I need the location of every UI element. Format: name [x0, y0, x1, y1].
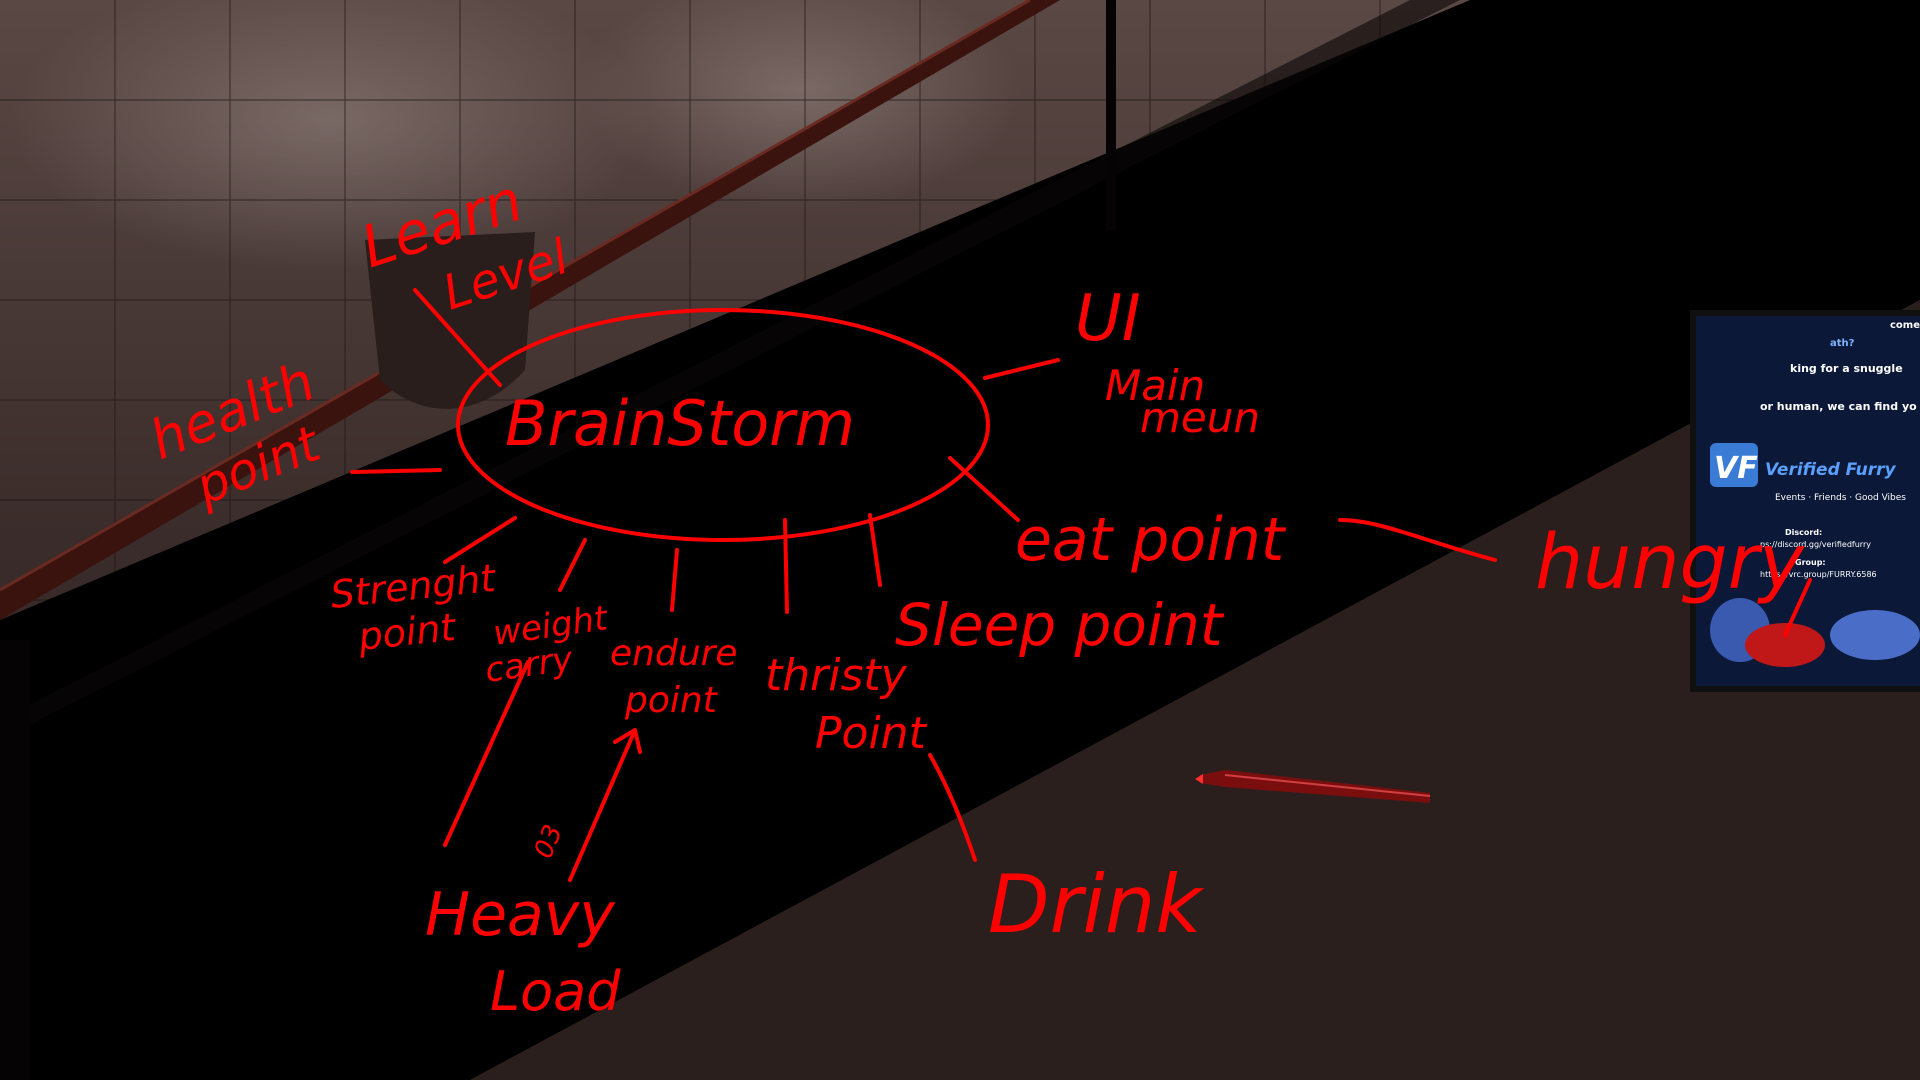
node-sleep-point: Sleep point — [895, 591, 1225, 659]
wall-lamp — [365, 232, 535, 409]
group-label: Group: — [1795, 558, 1826, 567]
node-endure-point: point — [624, 680, 719, 721]
node-thristy-point: Point — [815, 708, 928, 759]
arrow-head — [613, 728, 642, 754]
ink-mark — [1783, 578, 1812, 637]
lower-wall — [470, 300, 1920, 1080]
node-heavy: Heavy — [425, 880, 616, 950]
center-label: BrainStorm — [505, 387, 855, 460]
railing-post — [1106, 0, 1116, 230]
stair-edge — [0, 0, 1460, 740]
node-eat-point: eat point — [1015, 505, 1287, 575]
branch-line — [928, 753, 977, 862]
pen-highlight — [1224, 774, 1431, 797]
branch-line — [558, 538, 587, 592]
node-strength: Strenght — [328, 556, 499, 617]
branch-line — [1338, 518, 1497, 562]
node-strength-point: point — [355, 605, 459, 659]
branch-line — [948, 456, 1020, 522]
discord-url: ps://discord.gg/verifiedfurry — [1760, 540, 1871, 549]
node-endure: endure — [610, 633, 738, 674]
arrow-note: 03 — [529, 821, 569, 863]
branch-line — [350, 468, 442, 474]
poster-tagline: Events · Friends · Good Vibes — [1775, 493, 1906, 503]
node-meun: meun — [1140, 393, 1260, 442]
ceiling-light-glow — [10, 0, 650, 270]
group-url: https://vrc.group/FURRY.6586 — [1760, 570, 1877, 579]
poster-line-1: come — [1890, 320, 1920, 331]
handrail — [0, 0, 1060, 620]
branch-line — [413, 288, 502, 387]
branch-line — [670, 548, 679, 612]
node-hungry: hungry — [1535, 517, 1805, 606]
red-marker-pen[interactable] — [1195, 765, 1440, 810]
arrow-shaft — [568, 728, 637, 882]
vf-logo: VF — [1714, 451, 1758, 486]
pen-tip — [1195, 774, 1203, 784]
branch-line — [443, 516, 517, 564]
node-main: Main — [1105, 361, 1205, 410]
branch-line — [443, 660, 530, 847]
node-drink: Drink — [988, 858, 1204, 951]
node-thristy: thristy — [765, 650, 908, 701]
discord-label: Discord: — [1785, 528, 1822, 537]
branch-line — [983, 358, 1060, 380]
vf-logo-badge — [1710, 443, 1758, 487]
center-ellipse — [456, 308, 990, 542]
node-ui: UI — [1075, 282, 1141, 356]
poster-title: Verified Furry — [1765, 460, 1897, 480]
character-art — [1745, 623, 1825, 667]
node-load: Load — [490, 960, 621, 1023]
poster-line-3: king for a snuggle — [1790, 362, 1903, 375]
railing-frame — [0, 640, 30, 1080]
poster-line-2: ath? — [1830, 338, 1855, 349]
poster-line-4: or human, we can find yo — [1760, 400, 1917, 413]
branch-line — [868, 513, 882, 587]
branch-line — [783, 518, 789, 614]
verified-furry-poster: come ath? king for a snuggle or human, w… — [1690, 310, 1920, 692]
character-art — [1830, 610, 1920, 660]
